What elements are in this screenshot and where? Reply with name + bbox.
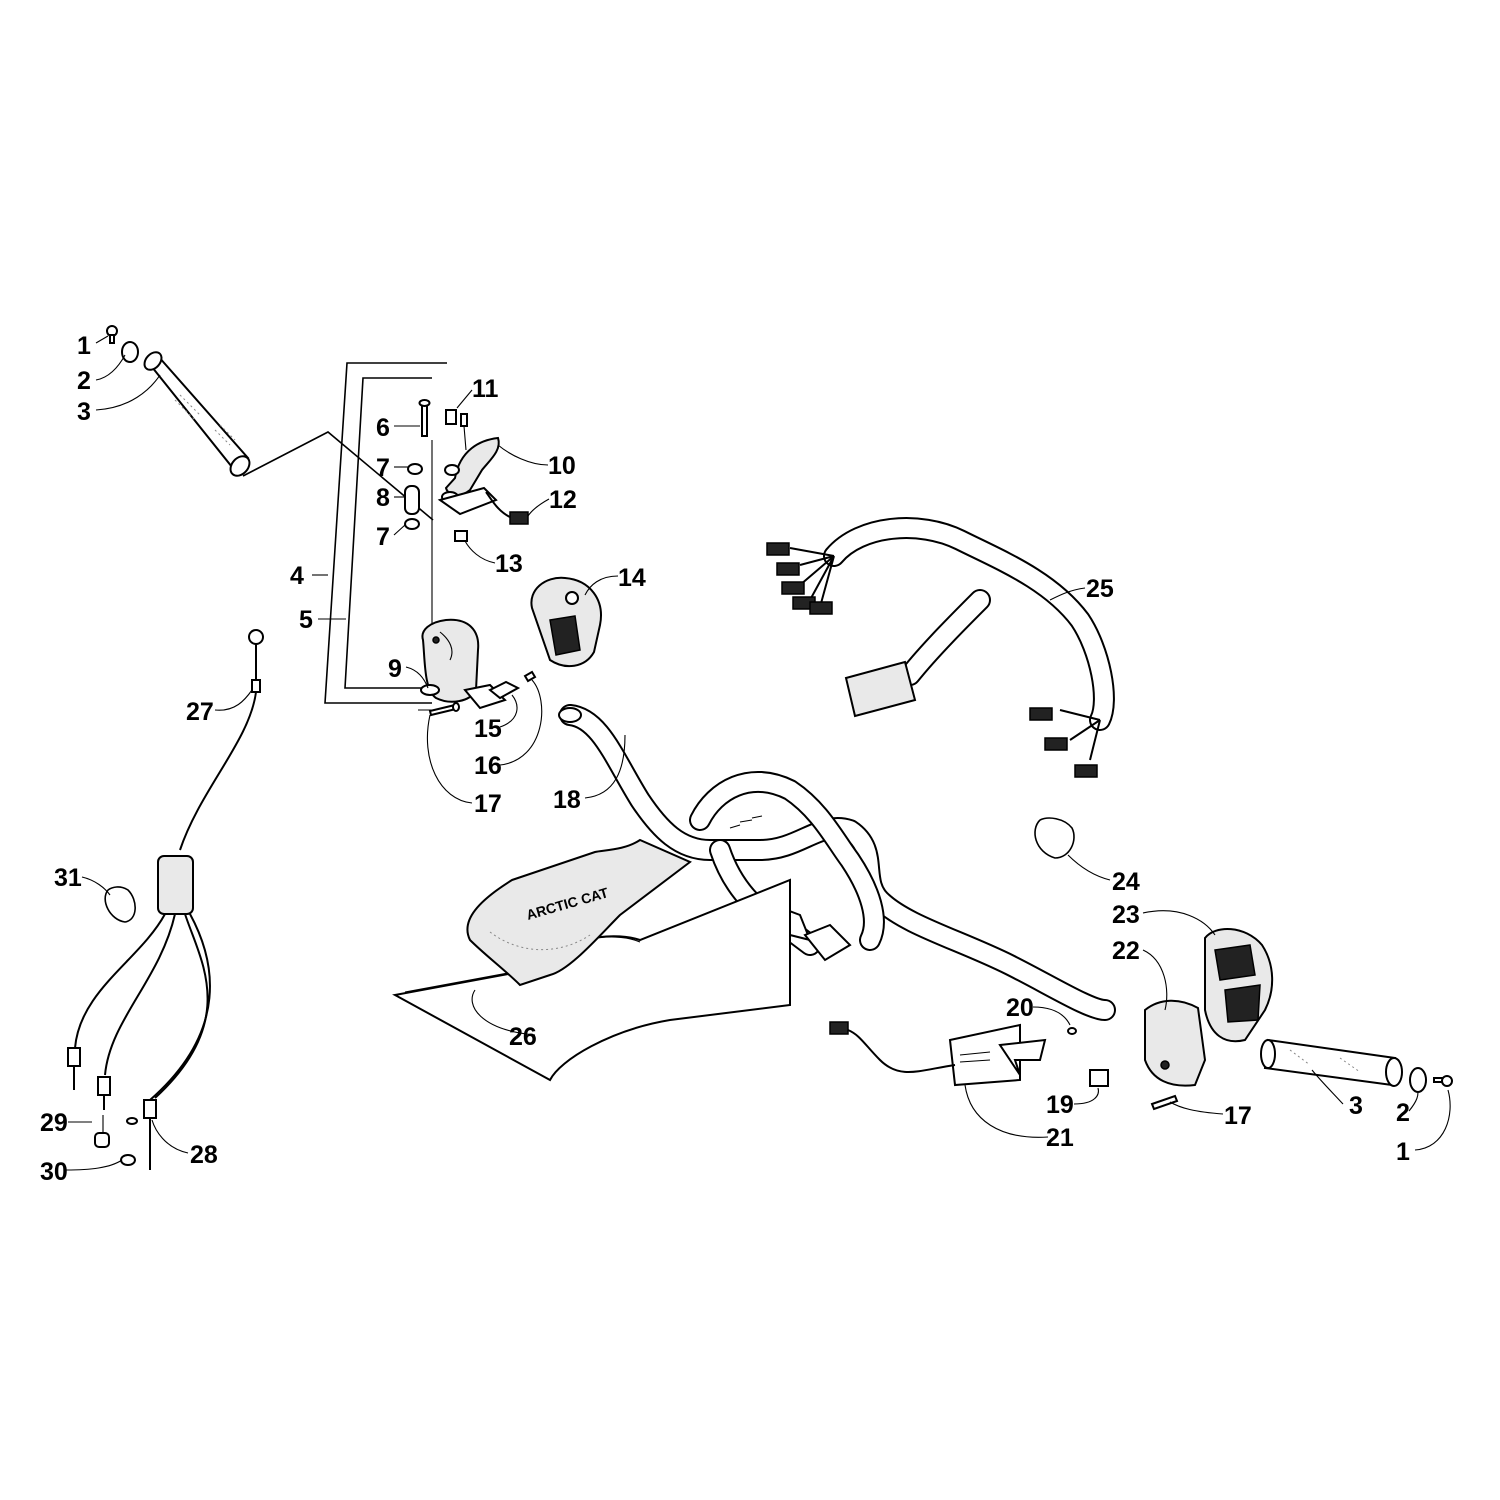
brake-lever	[437, 436, 500, 516]
callout-7-top: 7	[376, 454, 390, 482]
callout-3-right: 3	[1349, 1092, 1363, 1120]
callout-13: 13	[495, 550, 523, 578]
callout-3-left: 3	[77, 398, 91, 426]
callout-2-left: 2	[77, 367, 91, 395]
leader-lines	[65, 335, 1451, 1171]
heater-pin	[1067, 1027, 1077, 1035]
callout-14: 14	[618, 564, 646, 592]
lever-clip	[454, 530, 468, 542]
callout-numbers: 1 2 3 4 5 6 7 8 7 9 10 11 12 13 14 15 16…	[40, 332, 1410, 1186]
callout-27: 27	[186, 698, 214, 726]
callout-22: 22	[1112, 937, 1140, 965]
housing-screw	[523, 670, 537, 683]
cable-ferrule	[94, 1132, 110, 1148]
callout-7-bottom: 7	[376, 523, 390, 551]
callout-6: 6	[376, 414, 390, 442]
callout-16: 16	[474, 752, 502, 780]
callout-18: 18	[553, 786, 581, 814]
cable-tie	[104, 886, 136, 923]
pivot-pin	[418, 399, 431, 437]
cable-o-ring	[120, 1154, 136, 1166]
right-switch-housing	[1204, 927, 1274, 1043]
callout-31: 31	[54, 864, 82, 892]
right-grip	[1260, 1038, 1403, 1087]
callout-23: 23	[1112, 901, 1140, 929]
callout-5: 5	[299, 606, 313, 634]
callout-2-right: 2	[1396, 1099, 1410, 1127]
right-housing-bolt	[1150, 1094, 1179, 1111]
left-grip	[143, 351, 251, 477]
wiring-harness	[766, 517, 1115, 778]
right-control-housing	[1144, 999, 1207, 1087]
housing-clamp	[488, 680, 521, 700]
left-grip-assembly	[106, 325, 434, 521]
callout-26: 26	[509, 1023, 537, 1051]
cable-retainer-clip	[126, 1117, 138, 1125]
callout-28: 28	[190, 1141, 218, 1169]
heater-element	[829, 1021, 1047, 1087]
housing-washer	[420, 684, 440, 696]
right-grip-washer	[1409, 1067, 1427, 1093]
callout-25: 25	[1086, 575, 1114, 603]
callout-24: 24	[1112, 868, 1140, 896]
spacer	[404, 485, 420, 515]
heater-connector	[1089, 1069, 1109, 1087]
lever-switch-clip	[445, 409, 468, 451]
handlebar-pad: ARCTIC CAT	[392, 838, 791, 1082]
callout-30: 30	[40, 1158, 68, 1186]
callout-8: 8	[376, 484, 390, 512]
bracket-lines	[324, 362, 447, 704]
throttle-switch-housing	[530, 576, 602, 668]
right-grip-screw	[1433, 1075, 1453, 1087]
housing-bolt	[428, 702, 460, 717]
callout-19: 19	[1046, 1091, 1074, 1119]
right-cable-tie	[1034, 817, 1075, 859]
callout-29: 29	[40, 1109, 68, 1137]
bottom-bushing	[404, 518, 420, 530]
callout-1-right: 1	[1396, 1138, 1410, 1166]
callout-10: 10	[548, 452, 576, 480]
left-grip-screw	[106, 325, 118, 344]
callout-15: 15	[474, 715, 502, 743]
callout-17-right: 17	[1224, 1102, 1252, 1130]
lever-wire-connector	[485, 491, 529, 525]
callout-4: 4	[290, 562, 304, 590]
callout-20: 20	[1006, 994, 1034, 1022]
throttle-cable-assembly	[67, 629, 264, 1170]
left-control-housing	[421, 618, 507, 710]
callout-21: 21	[1046, 1124, 1074, 1152]
callout-12: 12	[549, 486, 577, 514]
callout-1-left: 1	[77, 332, 91, 360]
left-grip-washer	[121, 341, 139, 363]
callout-17-left: 17	[474, 790, 502, 818]
callout-9: 9	[388, 655, 402, 683]
callout-11: 11	[472, 375, 499, 403]
top-bushing	[407, 463, 423, 475]
